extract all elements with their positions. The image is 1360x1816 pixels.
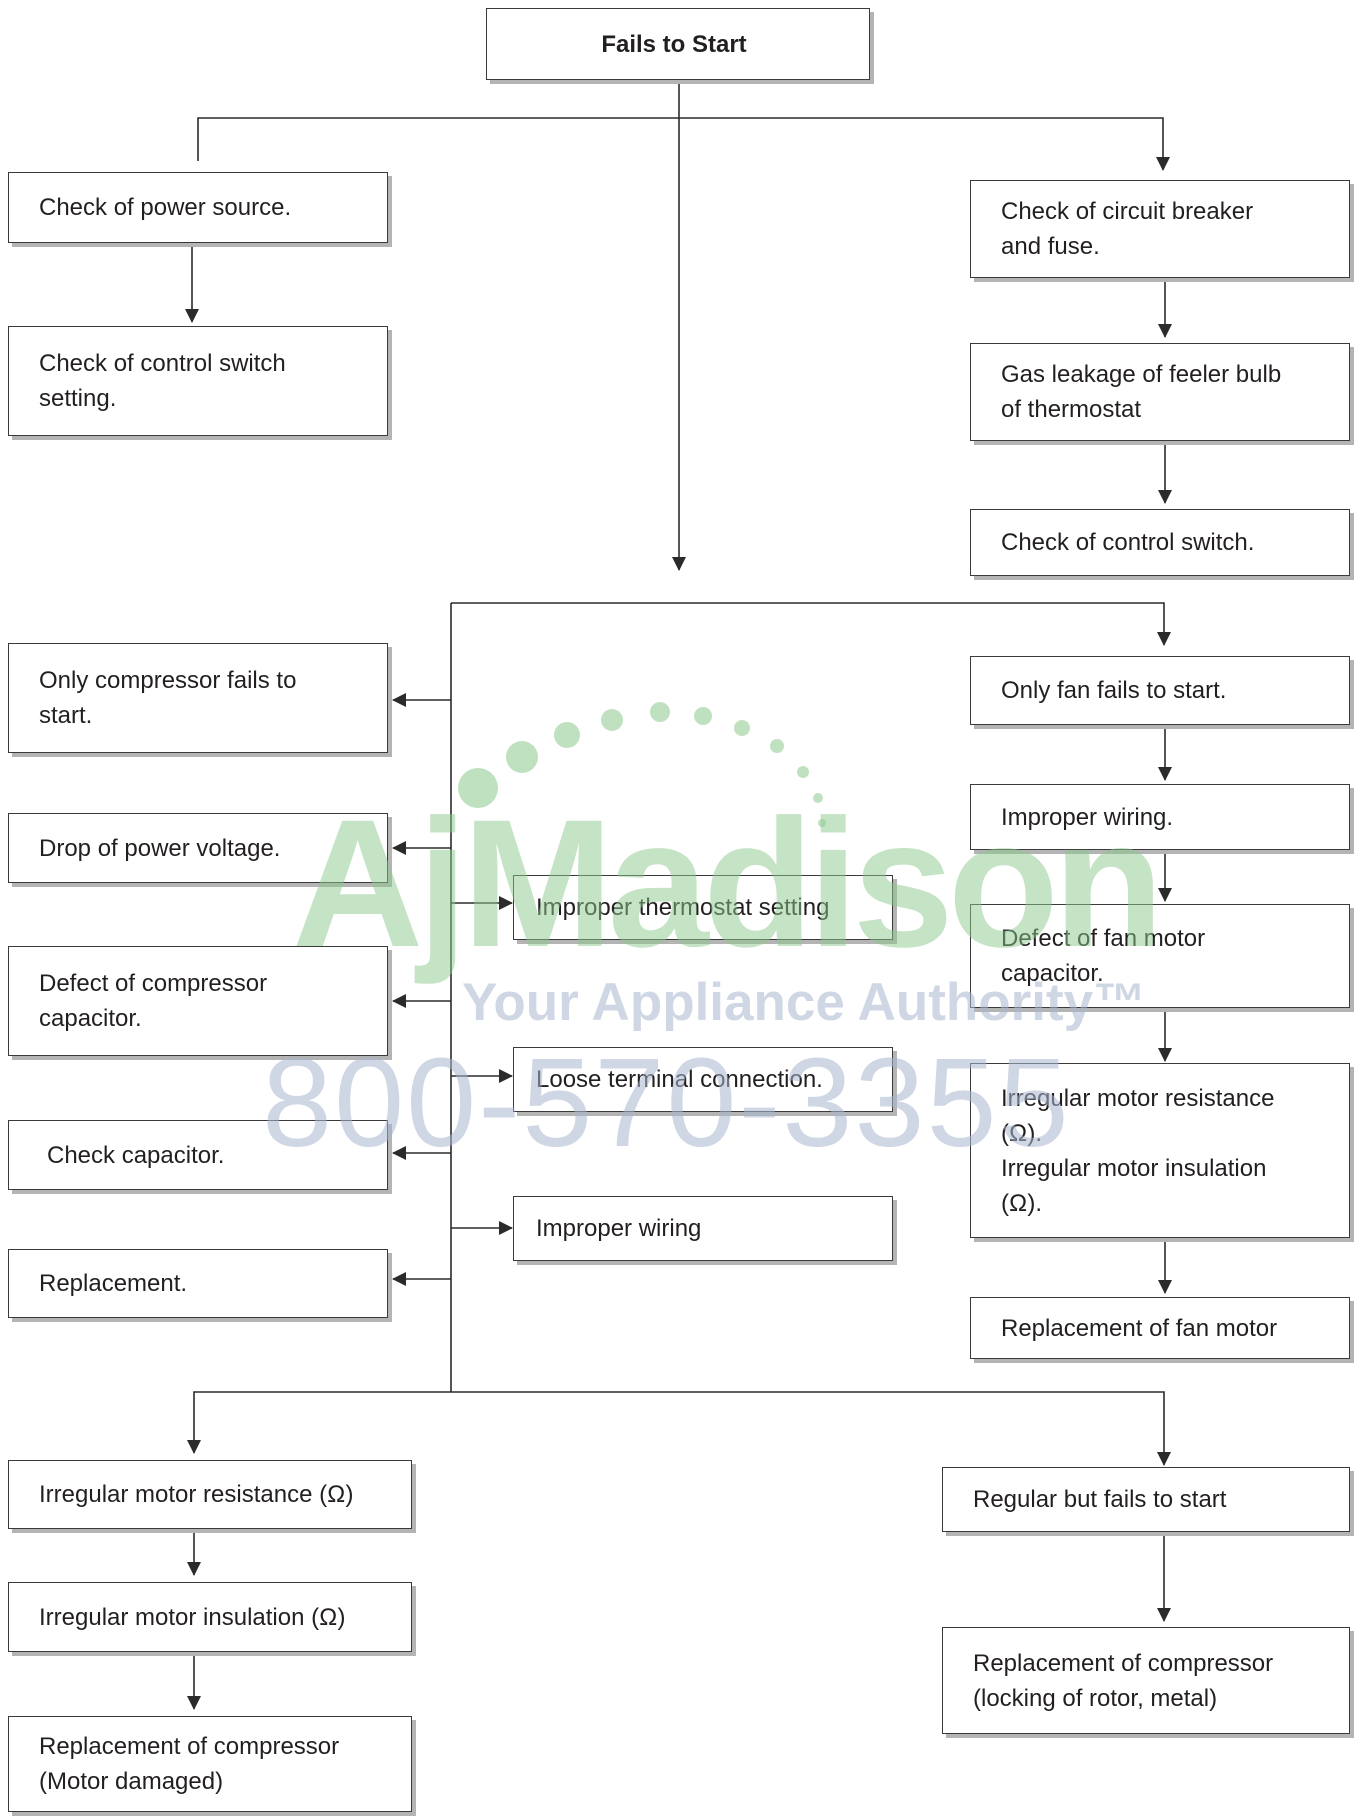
control-switch-label: Check of control switch. [1001, 529, 1255, 556]
replace-compressor-locking-label: Replacement of compressor (locking of ro… [973, 1649, 1274, 1712]
defect-compressor-capacitor-label: Defect of compressor capacitor. [39, 970, 268, 1032]
replace-compressor-damaged-box: Replacement of compressor (Motor damaged… [8, 1716, 412, 1812]
thermostat-setting-box: Improper thermostat setting [513, 875, 893, 940]
replacement-label: Replacement. [39, 1270, 188, 1297]
fan-motor-irregular-label: Irregular motor resistance (Ω). Irregula… [1001, 1084, 1275, 1217]
fails-to-start-box: Fails to Start [486, 8, 870, 80]
power-source-box: Check of power source. [8, 172, 388, 243]
defect-fan-capacitor-box: Defect of fan motor capacitor. [970, 904, 1350, 1008]
replace-compressor-locking-box: Replacement of compressor (locking of ro… [942, 1627, 1350, 1734]
motor-insulation-box: Irregular motor insulation (Ω) [8, 1582, 412, 1652]
check-capacitor-label: Check capacitor. [47, 1141, 225, 1169]
compressor-fails-label: Only compressor fails to start. [39, 667, 297, 729]
motor-resistance-label: Irregular motor resistance (Ω) [39, 1481, 354, 1508]
feeler-bulb-label: Gas leakage of feeler bulb of thermostat [1001, 361, 1282, 423]
regular-fails-box: Regular but fails to start [942, 1467, 1350, 1532]
connector [451, 602, 1171, 646]
improper-wiring-center-box: Improper wiring [513, 1196, 893, 1261]
drop-voltage-box: Drop of power voltage. [8, 813, 388, 883]
loose-terminal-label: Loose terminal connection. [536, 1066, 823, 1093]
circuit-breaker-box: Check of circuit breaker and fuse. [970, 180, 1350, 278]
compressor-fails-box: Only compressor fails to start. [8, 643, 388, 753]
defect-fan-capacitor-label: Defect of fan motor capacitor. [1001, 925, 1206, 987]
motor-resistance-box: Irregular motor resistance (Ω) [8, 1460, 412, 1529]
fan-motor-irregular-box: Irregular motor resistance (Ω). Irregula… [970, 1063, 1350, 1238]
thermostat-setting-label: Improper thermostat setting [536, 894, 830, 921]
motor-insulation-label: Irregular motor insulation (Ω) [39, 1603, 346, 1631]
connector [187, 1391, 451, 1454]
control-switch-setting-box: Check of control switch setting. [8, 326, 388, 436]
fails-to-start-label: Fails to Start [601, 30, 747, 58]
fan-fails-label: Only fan fails to start. [1001, 677, 1227, 704]
control-switch-box: Check of control switch. [970, 509, 1350, 576]
connector [451, 1391, 1171, 1466]
circuit-breaker-label: Check of circuit breaker and fuse. [1001, 198, 1254, 260]
drop-voltage-label: Drop of power voltage. [39, 834, 281, 862]
improper-wiring-center-label: Improper wiring [536, 1215, 702, 1242]
regular-fails-label: Regular but fails to start [973, 1486, 1227, 1513]
improper-wiring-fan-label: Improper wiring. [1001, 803, 1174, 831]
feeler-bulb-box: Gas leakage of feeler bulb of thermostat [970, 343, 1350, 441]
replace-fan-motor-box: Replacement of fan motor [970, 1297, 1350, 1359]
defect-compressor-capacitor-box: Defect of compressor capacitor. [8, 946, 388, 1056]
control-switch-setting-label: Check of control switch setting. [39, 350, 286, 412]
check-capacitor-box: Check capacitor. [8, 1120, 388, 1190]
connector [197, 117, 1170, 171]
power-source-label: Check of power source. [39, 194, 292, 221]
replacement-box: Replacement. [8, 1249, 388, 1318]
replace-compressor-damaged-label: Replacement of compressor (Motor damaged… [39, 1733, 340, 1795]
loose-terminal-box: Loose terminal connection. [513, 1047, 893, 1112]
improper-wiring-fan-box: Improper wiring. [970, 784, 1350, 850]
replace-fan-motor-label: Replacement of fan motor [1001, 1314, 1278, 1342]
fan-fails-box: Only fan fails to start. [970, 656, 1350, 725]
